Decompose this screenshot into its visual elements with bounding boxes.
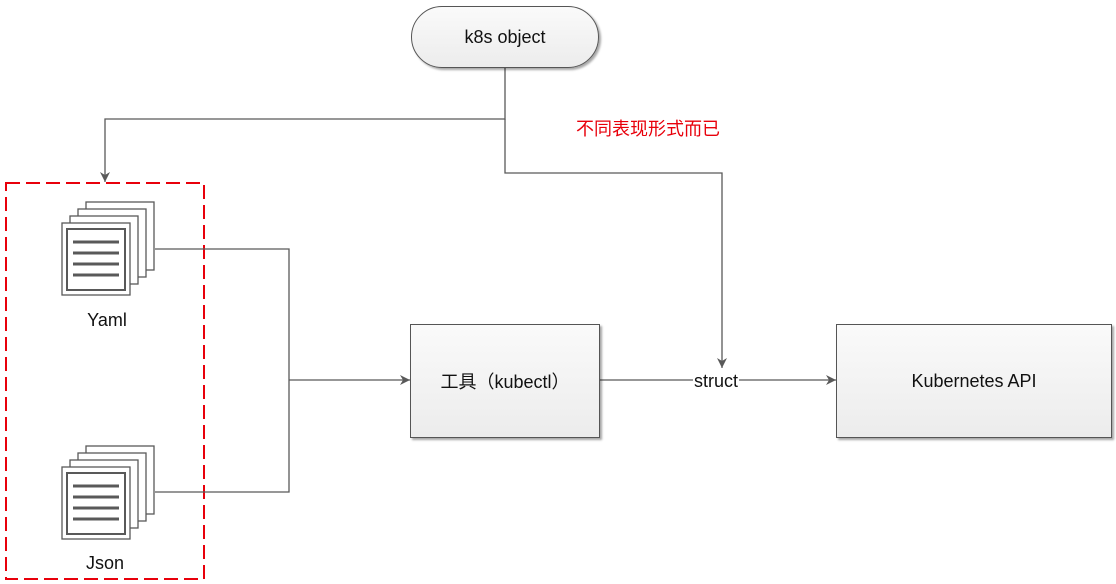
edge-object-to-struct	[504, 119, 727, 368]
kubernetes-api-label: Kubernetes API	[911, 370, 1037, 391]
kubernetes-api-node[interactable]: Kubernetes API	[836, 324, 1112, 438]
document-group-border	[5, 182, 205, 580]
json-label: Json	[85, 553, 125, 573]
edge-object-to-documents	[100, 68, 506, 182]
k8s-object-label: k8s object	[464, 26, 546, 47]
struct-edge-label: struct	[693, 371, 740, 391]
k8s-object-node[interactable]: k8s object	[411, 6, 599, 68]
document-stack-icon	[61, 201, 155, 296]
yaml-label: Yaml	[87, 310, 127, 330]
annotation-text: 不同表现形式而已	[576, 119, 720, 140]
document-stack-icon	[61, 445, 155, 540]
edge-yaml-to-merge	[155, 248, 290, 493]
kubectl-tool-label: 工具（kubectl）	[440, 372, 570, 392]
kubectl-tool-node[interactable]: 工具（kubectl）	[410, 324, 600, 438]
